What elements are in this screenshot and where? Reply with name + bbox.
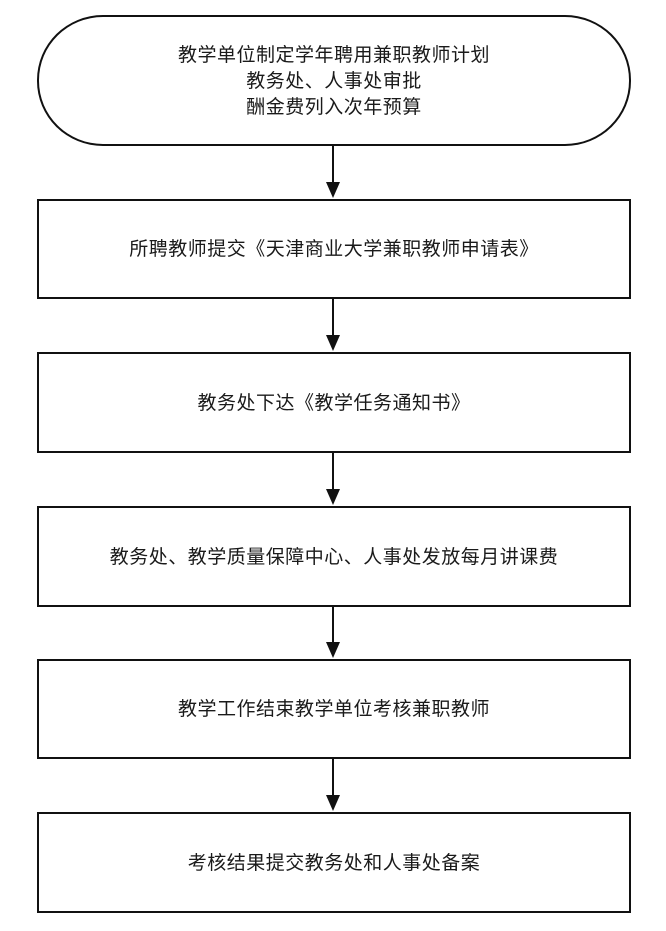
arrow-step-2-to-step-3 xyxy=(326,453,340,505)
arrow-start-to-step-1 xyxy=(326,146,340,198)
start-line-3: 酬金费列入次年预算 xyxy=(246,95,422,118)
start-line-1: 教学单位制定学年聘用兼职教师计划 xyxy=(177,43,490,66)
process-step-3-label: 教务处、教学质量保障中心、人事处发放每月讲课费 xyxy=(109,545,559,568)
process-step-1: 所聘教师提交《天津商业大学兼职教师申请表》 xyxy=(37,199,631,299)
process-step-5: 考核结果提交教务处和人事处备案 xyxy=(37,812,631,913)
arrow-step-4-to-step-5 xyxy=(326,759,340,811)
start-line-2: 教务处、人事处审批 xyxy=(246,69,422,92)
start-terminal-node: 教学单位制定学年聘用兼职教师计划 教务处、人事处审批 酬金费列入次年预算 xyxy=(37,15,631,146)
process-step-5-label: 考核结果提交教务处和人事处备案 xyxy=(187,851,481,874)
process-step-2-label: 教务处下达《教学任务通知书》 xyxy=(197,391,471,414)
process-step-4: 教学工作结束教学单位考核兼职教师 xyxy=(37,659,631,759)
process-step-4-label: 教学工作结束教学单位考核兼职教师 xyxy=(177,698,490,720)
process-step-1-label: 所聘教师提交《天津商业大学兼职教师申请表》 xyxy=(129,238,539,260)
arrow-step-1-to-step-2 xyxy=(326,299,340,351)
process-step-2: 教务处下达《教学任务通知书》 xyxy=(37,352,631,453)
process-step-3: 教务处、教学质量保障中心、人事处发放每月讲课费 xyxy=(37,506,631,607)
arrow-step-3-to-step-4 xyxy=(326,607,340,658)
